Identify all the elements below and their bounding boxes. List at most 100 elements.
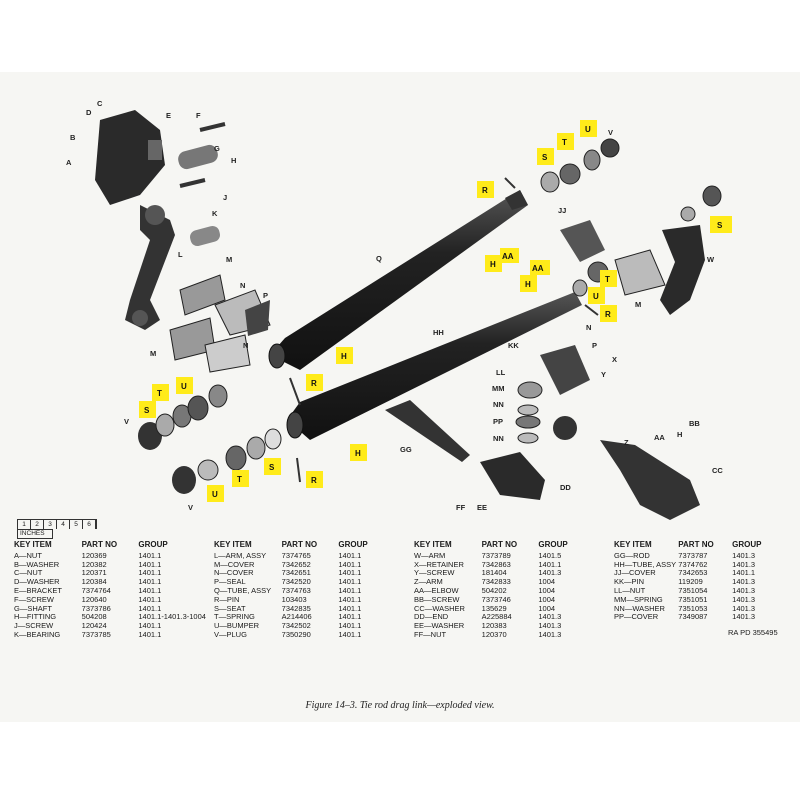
cover-m-left	[179, 274, 226, 316]
table-row: W—ARM 7373789 1401.5	[414, 550, 614, 561]
part-no-cell: 7342833	[481, 577, 511, 587]
group-cell: 1401.1	[338, 551, 362, 560]
part-no-cell: 7373787	[678, 550, 708, 560]
key-item-cell: JJ—COVER	[614, 568, 656, 578]
key-item-cell: PP—COVER	[614, 612, 659, 622]
label-m3: M	[635, 300, 641, 309]
arm-w	[660, 225, 705, 315]
rod-gg	[385, 400, 470, 462]
callout-t-right: T	[605, 275, 610, 284]
part-no-cell: 120382	[81, 559, 107, 569]
tube-assy-hh	[286, 292, 582, 440]
part-no-cell: 120424	[81, 621, 107, 631]
label-e: E	[166, 111, 171, 120]
cover-n-lower	[204, 334, 251, 373]
group-cell: 1401.3	[538, 613, 562, 622]
group-cell: 1401.1	[538, 560, 562, 569]
callout-s-top: S	[542, 153, 548, 162]
part-no-cell: 7374765	[281, 550, 311, 560]
group-cell: 1401.1-1401.3-1004	[138, 613, 206, 622]
shaft-g	[178, 144, 218, 170]
callout-u-lower: U	[212, 490, 218, 499]
group-cell: 1401.1	[338, 569, 362, 578]
part-no-cell: 120640	[81, 594, 107, 604]
key-item-cell: NN—WASHER	[614, 603, 665, 613]
header-key-item: KEY ITEM	[214, 540, 252, 549]
part-no-cell: 7373746	[481, 594, 511, 604]
group-cell: 1401.3	[538, 622, 562, 631]
part-no-cell: 7373786	[81, 603, 111, 613]
ruler-mark: 5	[70, 520, 83, 529]
callout-h-center: H	[341, 352, 347, 361]
label-ee: EE	[477, 503, 487, 512]
key-item-cell: LL—NUT	[614, 585, 646, 595]
group-cell: 1401.1	[138, 560, 162, 569]
part-no-cell: 119209	[678, 577, 703, 587]
header-group: GROUP	[138, 541, 168, 549]
cover-m-right	[614, 249, 666, 296]
ruler-mark: 2	[31, 520, 44, 529]
highlighted-callouts: R S T U S H AA AA H U T R H R U T S H S …	[139, 120, 732, 502]
callout-t-left: T	[157, 389, 162, 398]
group-cell: 1401.5	[538, 551, 562, 560]
group-cell: 1401.1	[338, 578, 362, 587]
part-no-cell: 7342520	[281, 577, 311, 587]
header-group: GROUP	[732, 541, 762, 549]
part-no-cell: 7373789	[481, 550, 511, 560]
part-no-cell: 7342863	[481, 559, 511, 569]
pin-r-mid	[289, 377, 301, 406]
ruler-unit: INCHES	[17, 529, 53, 539]
label-m2: M	[150, 349, 156, 358]
right-top-end-parts	[540, 138, 620, 193]
key-item-cell: W—ARM	[414, 550, 446, 560]
label-nn2: NN	[493, 434, 504, 443]
label-x: X	[612, 355, 617, 364]
group-cell: 1401.1	[732, 569, 756, 578]
callout-h-top: H	[490, 260, 496, 269]
group-cell: 1401.1	[338, 630, 362, 639]
label-jj: JJ	[558, 206, 566, 215]
group-cell: 1401.1	[138, 622, 162, 631]
callout-aa-top: AA	[502, 252, 514, 261]
arm-z	[600, 440, 700, 520]
header-part-no: PART NO	[678, 540, 714, 549]
part-no-cell: 504202	[481, 585, 507, 595]
header-part-no: PART NO	[281, 540, 318, 549]
key-item-cell: FF—NUT	[414, 629, 447, 639]
label-f: F	[196, 111, 201, 120]
key-item-cell: X—RETAINER	[414, 559, 464, 569]
group-cell: 1401.3	[732, 578, 756, 587]
spring-mm	[517, 381, 543, 399]
group-cell: 1401.1	[338, 586, 362, 595]
label-w: W	[707, 255, 715, 264]
part-no-cell: 120370	[481, 629, 507, 639]
group-cell: 1401.1	[138, 578, 162, 587]
label-d: D	[86, 108, 92, 117]
cover-pp	[515, 415, 541, 429]
key-item-cell: K—BEARING	[14, 629, 61, 639]
